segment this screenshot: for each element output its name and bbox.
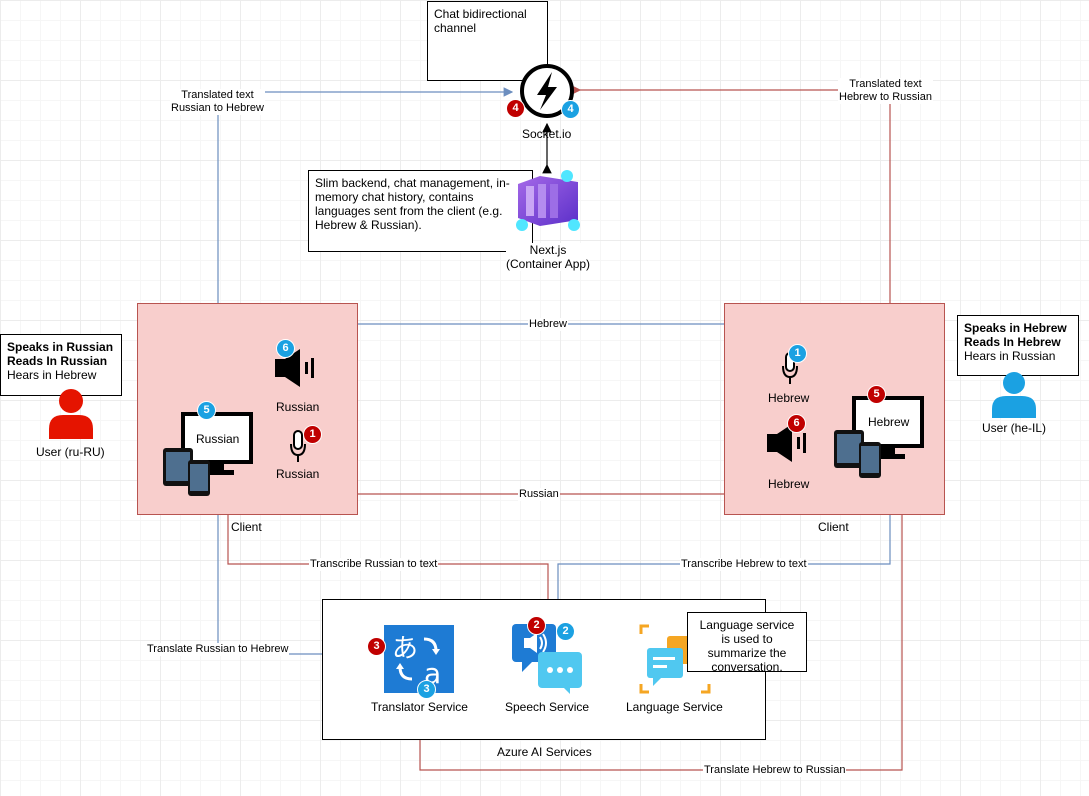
- monitor-devices-icon: [163, 412, 253, 496]
- right-screen-label: Hebrew: [868, 415, 910, 429]
- user-ru-hears: Hears in Hebrew: [7, 368, 97, 382]
- edge-label-russian-audio: Russian: [518, 488, 560, 501]
- speaker-icon: [767, 424, 806, 462]
- user-icon: [992, 372, 1036, 418]
- nextjs-label-line2: (Container App): [506, 257, 591, 271]
- speech-badge-red: 2: [527, 616, 546, 635]
- translator-badge-blue: 3: [417, 680, 436, 699]
- edge-label-translated-he-ru-line1: Translated text: [849, 78, 922, 90]
- speech-service-icon: [512, 624, 582, 694]
- right-speaker-label: Hebrew: [768, 477, 810, 491]
- nextjs-container-app-icon: [516, 170, 580, 231]
- left-mic-label: Russian: [276, 467, 320, 481]
- edge-label-hebrew-audio: Hebrew: [528, 318, 568, 331]
- user-icon: [49, 389, 93, 439]
- user-he-reads: Reads In Hebrew: [964, 335, 1061, 349]
- monitor-devices-icon: [834, 396, 924, 478]
- speaker-icon: [275, 349, 314, 387]
- svg-text:あ: あ: [392, 634, 418, 664]
- language-service-note: Language service is used to summarize th…: [687, 612, 807, 674]
- user-he-label: User (he-IL): [982, 421, 1047, 435]
- translator-icon: あ a: [384, 625, 454, 693]
- left-speaker-badge: 6: [276, 339, 295, 358]
- edge-label-translated-ru-he: Translated text Russian to Hebrew: [170, 89, 265, 115]
- nextjs-label-line1: Next.js: [529, 243, 567, 257]
- socketio-icon: [520, 64, 574, 118]
- user-he-note: Speaks in Hebrew Reads In Hebrew Hears i…: [957, 315, 1079, 376]
- socket-badge-red: 4: [506, 99, 525, 118]
- edge-label-transcribe-hebrew: Transcribe Hebrew to text: [680, 558, 808, 571]
- user-ru-note: Speaks in Russian Reads In Russian Hears…: [0, 334, 122, 396]
- edge-label-transcribe-russian: Transcribe Russian to text: [309, 558, 439, 571]
- right-speaker-badge: 6: [787, 414, 806, 433]
- language-label: Language Service: [626, 700, 723, 714]
- edge-label-translated-he-ru-line2: Hebrew to Russian: [839, 91, 932, 103]
- edge-label-translate-ru-he: Translate Russian to Hebrew: [146, 643, 290, 656]
- left-screen-label: Russian: [196, 432, 240, 446]
- edge-label-translated-ru-he-line1: Translated text: [181, 89, 254, 101]
- speech-label: Speech Service: [505, 700, 590, 714]
- socket-badge-blue: 4: [561, 100, 580, 119]
- microphone-icon: [290, 430, 306, 462]
- right-screen-badge: 5: [867, 385, 886, 404]
- client-right-label: Client: [818, 520, 849, 534]
- edge-label-translated-he-ru: Translated text Hebrew to Russian: [838, 78, 933, 104]
- user-he-hears: Hears in Russian: [964, 349, 1056, 363]
- left-mic-badge: 1: [303, 425, 322, 444]
- backend-note: Slim backend, chat management, in-memory…: [308, 170, 533, 252]
- socketio-label: Socket.io: [522, 127, 572, 141]
- user-ru-label: User (ru-RU): [36, 445, 105, 459]
- translator-badge-red: 3: [367, 637, 386, 656]
- nextjs-label: Next.js (Container App): [506, 243, 591, 271]
- azure-ai-services-label: Azure AI Services: [497, 745, 592, 759]
- translator-label: Translator Service: [371, 700, 468, 714]
- user-ru-reads: Reads In Russian: [7, 354, 108, 368]
- client-left-label: Client: [231, 520, 262, 534]
- user-he-speaks: Speaks in Hebrew: [964, 321, 1067, 335]
- right-mic-label: Hebrew: [768, 391, 810, 405]
- user-ru-speaks: Speaks in Russian: [7, 340, 114, 354]
- left-screen-badge: 5: [197, 401, 216, 420]
- right-mic-badge: 1: [788, 344, 807, 363]
- chat-channel-note: Chat bidirectional channel: [427, 1, 548, 81]
- edge-label-translated-ru-he-line2: Russian to Hebrew: [171, 102, 264, 114]
- edge-label-translate-he-ru: Translate Hebrew to Russian: [703, 764, 847, 777]
- speech-badge-blue: 2: [556, 622, 575, 641]
- left-speaker-label: Russian: [276, 400, 320, 414]
